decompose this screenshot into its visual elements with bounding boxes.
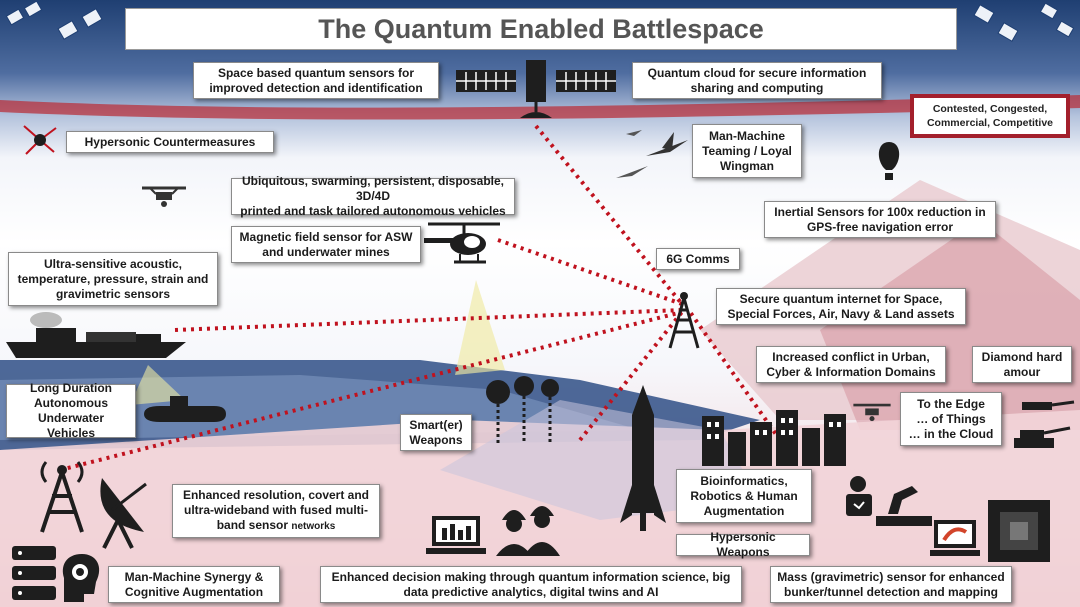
drone-icon bbox=[142, 186, 186, 207]
soldiers-icon bbox=[496, 506, 560, 556]
rocket-icon bbox=[620, 385, 666, 531]
missile-icon bbox=[23, 125, 57, 155]
satellite-icon bbox=[456, 60, 616, 118]
edge-label: To the Edge … of Things … in the Cloud bbox=[900, 392, 1002, 446]
city-icon bbox=[702, 410, 846, 466]
drone-icon bbox=[853, 403, 891, 422]
underwater-vehicles-label: Long Duration Autonomous Underwater Vehi… bbox=[6, 381, 136, 440]
contested-note: Contested, Congested, Commercial, Compet… bbox=[910, 94, 1070, 138]
decision-making-label: Enhanced decision making through quantum… bbox=[320, 566, 742, 603]
robot-arm-icon bbox=[846, 476, 932, 526]
brain-icon bbox=[62, 554, 100, 602]
balloon-icon bbox=[878, 142, 900, 180]
autonomous-vehicles-label: Ubiquitous, swarming, persistent, dispos… bbox=[231, 174, 515, 218]
page-title: The Quantum Enabled Battlespace bbox=[125, 8, 957, 50]
man-machine-synergy-label: Man-Machine Synergy & Cognitive Augmenta… bbox=[108, 566, 280, 603]
magnetic-sensor-label: Magnetic field sensor for ASW and underw… bbox=[231, 226, 421, 263]
diamond-armour-label: Diamond hard amour bbox=[972, 346, 1072, 383]
cell-tower-icon bbox=[668, 292, 700, 349]
jet-icon bbox=[616, 130, 688, 178]
laptop-icon bbox=[930, 520, 980, 556]
hypersonic-countermeasures-label: Hypersonic Countermeasures bbox=[66, 131, 274, 153]
gravimetric-sensor-label: Mass (gravimetric) sensor for enhanced b… bbox=[770, 566, 1012, 603]
server-icon bbox=[12, 546, 56, 600]
laptop-icon bbox=[426, 516, 486, 554]
comms-6g-label: 6G Comms bbox=[656, 248, 740, 270]
satellite-icon bbox=[973, 2, 1075, 42]
enhanced-resolution-label: Enhanced resolution, covert and ultra-wi… bbox=[172, 484, 380, 538]
secure-quantum-internet-label: Secure quantum internet for Space, Speci… bbox=[716, 288, 966, 325]
submarine-icon bbox=[144, 396, 226, 422]
hypersonic-weapons-label: Hypersonic Weapons bbox=[676, 530, 810, 559]
chip-icon bbox=[988, 500, 1050, 562]
man-machine-teaming-label: Man-Machine Teaming / Loyal Wingman bbox=[692, 124, 802, 178]
tank-icon bbox=[1014, 400, 1075, 448]
ship-icon bbox=[6, 312, 186, 358]
helicopter-icon bbox=[424, 222, 500, 264]
radar-dish-icon bbox=[100, 478, 147, 549]
quantum-cloud-label: Quantum cloud for secure information sha… bbox=[632, 62, 882, 99]
inertial-sensors-label: Inertial Sensors for 100x reduction in G… bbox=[764, 201, 996, 238]
smart-weapons-icon bbox=[486, 376, 559, 444]
bioinformatics-label: Bioinformatics, Robotics & Human Augment… bbox=[676, 469, 812, 523]
urban-conflict-label: Increased conflict in Urban, Cyber & Inf… bbox=[756, 346, 946, 383]
space-sensors-label: Space based quantum sensors for improved… bbox=[193, 62, 439, 99]
satellite-icon bbox=[5, 2, 103, 40]
smart-weapons-label: Smart(er) Weapons bbox=[400, 414, 472, 451]
ultra-sensitive-sensors-label: Ultra-sensitive acoustic, temperature, p… bbox=[8, 252, 218, 306]
network-links bbox=[59, 124, 782, 472]
cell-tower-icon bbox=[40, 461, 84, 533]
